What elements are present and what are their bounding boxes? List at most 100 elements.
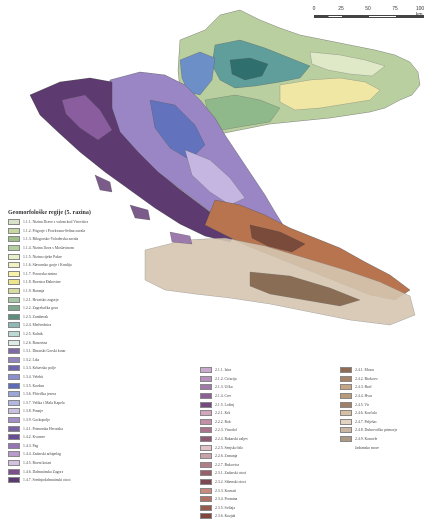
legend-label: 1.4.3. Pag [23,443,39,448]
legend-swatch [8,331,20,338]
pannonian-yellow-band [279,77,381,111]
legend-label: 1.4.5. Ravni kotari [23,460,52,465]
legend-label: 1.3.9. Gackopolje [23,417,50,422]
legend-item-1-2-2: 1.2.2. Zagrebačka gora [8,304,88,313]
legend-label: 2.1.3. Učka [215,385,233,390]
legend-swatch [8,425,20,432]
legend-item-2-3-3: 2.3.3. Kornati [200,486,248,495]
legend-item-2-4-5: 2.4.5. Vis [340,400,397,409]
legend-label: 1.1.3. Bilogorsko-Voloderska zavala [23,237,79,242]
legend-swatch [8,288,20,295]
legend-label: 1.3.3. Krbavsko polje [23,366,56,371]
legend-item-1-3-9: 1.3.9. Gackopolje [8,416,88,425]
sea-plateau-dark [249,271,361,307]
legend-item-1-3-1: 1.3.1. Dinarski Gorski kotar [8,347,88,356]
legend-item-1-1-1: 1.1.1. Nizina Drave s valom kod Viroviti… [8,218,88,227]
legend-swatch [200,384,212,391]
legend-swatch [8,219,20,226]
legend-swatch [8,373,20,380]
legend-item-1-4-3: 1.4.3. Pag [8,441,88,450]
legend-item-1-2-1: 1.2.1. Hrvatsko zagorje [8,295,88,304]
legend-label: 1.1.7. Posavska nizina [23,271,57,276]
legend-swatch [8,459,20,466]
legend-swatch [8,434,20,441]
legend-label: 2.3.4. Promina [215,497,238,502]
legend-item-2-4-3: 2.4.3. Brač [340,383,397,392]
legend-label: 2.3.2. Šibenski otoci [215,480,247,485]
scale-label-0: 0 [312,6,316,12]
legend-item-2-2-5: 2.2.5. Senjsko bilo [200,443,248,452]
legend-swatch [200,393,212,400]
legend-label: 2.4.9. Konavle [355,437,378,442]
legend-swatch [340,367,352,374]
island-2 [129,204,151,221]
legend-label: 1.3.8. Pounje [23,409,44,414]
legend-item-1-3-3: 1.3.3. Krbavsko polje [8,364,88,373]
legend-swatch [8,245,20,252]
legend-label: 2.4.2. Biokovo [355,376,378,381]
legend-swatch [200,401,212,408]
legend-swatch [200,513,212,520]
legend-swatch [8,408,20,415]
legend-label: 2.4.5. Vis [355,402,370,407]
legend-swatch [8,253,20,260]
legend-title: Geomorfološke regije (5. razina) [8,210,91,216]
legend-label: 2.1.2. Ćićarija [215,376,237,381]
pannonian-light-band [309,51,386,77]
legend-swatch [8,322,20,329]
legend-label: 2.1.4. Cres [215,394,232,399]
legend-swatch [200,504,212,511]
legend-label: 2.4.8. Dubrovačko primorje [355,428,398,433]
legend-item-1-2-3: 1.2.3. Žumberak [8,313,88,322]
legend-swatch [8,348,20,355]
legend-label: 1.1.5. Nizina rijeke Pakre [23,254,62,259]
legend-item-2-2-2: 2.2.2. Rab [200,418,248,427]
legend-label: 2.3.1. Zadarski otoci [215,471,247,476]
legend-item-1-2-6: 1.2.6. Banovina [8,338,88,347]
legend-item-2-3-1: 2.3.1. Zadarski otoci [200,469,248,478]
legend-label: 2.4.3. Brač [355,385,372,390]
legend-swatch [200,444,212,451]
legend-item-1-2-5: 1.2.5. Kalnik [8,330,88,339]
legend-item-2-1-2: 2.1.2. Ćićarija [200,375,248,384]
legend-swatch [8,399,20,406]
legend-swatch [340,427,352,434]
legend-label: 1.2.2. Zagrebačka gora [23,306,58,311]
legend-swatch [340,436,352,443]
legend-item-2-2-7: 2.2.7. Bukovica [200,461,248,470]
legend-label: 1.1.8. Ravnica Đakovine [23,280,61,285]
legend-label: 2.1.5. Lošinj [215,402,235,407]
legend-item-1-1-8: 1.1.8. Ravnica Đakovine [8,278,88,287]
legend-item-1-2-4: 1.2.4. Medvednica [8,321,88,330]
legend-item-1-3-5: 1.3.5. Kordun [8,381,88,390]
legend-swatch [8,391,20,398]
legend-label: 1.2.1. Hrvatsko zagorje [23,297,59,302]
scale-label-25: 25 [338,6,344,12]
legend-swatch [8,279,20,286]
legend-swatch [200,410,212,417]
legend-item-1-1-2: 1.1.2. Prigorje i Pocrkvana-Selina zaval… [8,227,88,236]
legend-label: 1.1.9. Baranja [23,289,45,294]
legend-swatch [200,367,212,374]
legend-item-2-4-2: 2.4.2. Biokovo [340,375,397,384]
legend-swatch [8,236,20,243]
legend-label: 1.1.6. Slavonsko gorje i Krndija [23,263,72,268]
legend-item-1-4-1: 1.4.1. Primorska Hrvatska [8,424,88,433]
legend-label: 2.2.6. Zrmanja [215,454,238,459]
legend-item-2-4-1: 2.4.1. Mosor [340,366,397,375]
legend-item-2-1-1: 2.1.1. Istra [200,366,248,375]
legend-swatch [200,470,212,477]
legend-swatch [200,487,212,494]
legend-label: 1.3.6. Plitvička jezera [23,392,57,397]
legend-item-1-1-3: 1.1.3. Bilogorsko-Voloderska zavala [8,235,88,244]
legend-swatch [340,410,352,417]
legend-item-1-1-7: 1.1.7. Posavska nizina [8,270,88,279]
legend-label: Jadransko more [355,445,379,450]
legend-swatch [8,365,20,372]
legend-item-1-1-4: 1.1.4. Nizina Ilova s Moslavinom [8,244,88,253]
legend-item-2-4-4: 2.4.4. Hvar [340,392,397,401]
legend-column-1: 1.1.1. Nizina Drave s valom kod Viroviti… [8,218,88,484]
legend-item-1-1-9: 1.1.9. Baranja [8,287,88,296]
